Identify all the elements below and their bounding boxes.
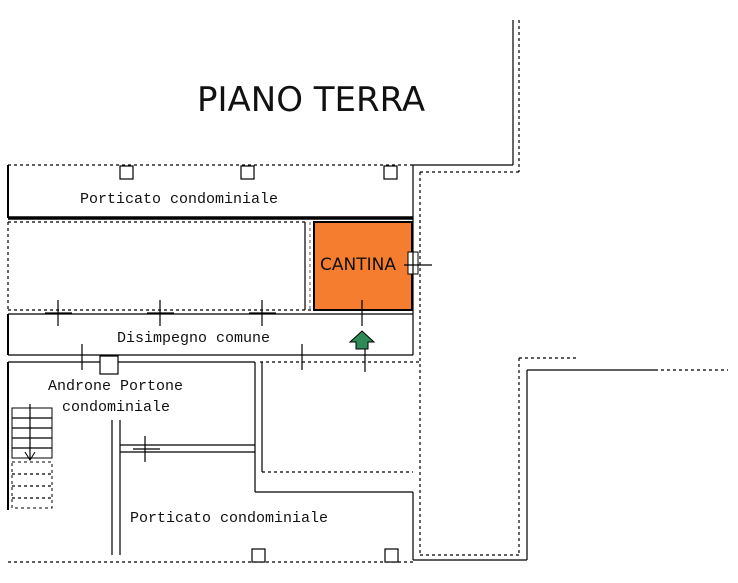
disimpegno-label: Disimpegno comune (117, 330, 270, 347)
pillar (240, 165, 255, 180)
pillar (251, 548, 266, 563)
porticato-bottom-label: Porticato condominiale (130, 510, 328, 527)
entrance-arrow-icon (348, 330, 376, 350)
pillar (119, 165, 134, 180)
androne-label-line1: Androne Portone (48, 378, 183, 395)
cantina-label: CANTINA (320, 255, 396, 275)
pillar (384, 548, 399, 563)
cantina-fill (313, 221, 413, 311)
pillar (383, 165, 398, 180)
plan-title: PIANO TERRA (197, 80, 425, 120)
porticato-top-label: Porticato condominiale (80, 191, 278, 208)
porticato-top-room: Porticato condominiale (7, 164, 414, 220)
pillar (99, 355, 119, 375)
lower-right-outline (413, 357, 728, 561)
disimpegno-room: Disimpegno comune (7, 300, 420, 372)
androne-room: Androne Portone condominiale (7, 355, 256, 555)
upper-right-outline (413, 20, 520, 173)
porticato-bottom-room: Porticato condominiale (8, 362, 414, 563)
androne-label-line2: condominiale (62, 399, 170, 416)
stairs-icon (11, 404, 53, 509)
right-corridor (412, 172, 421, 555)
cantina-room: CANTINA (313, 221, 432, 311)
